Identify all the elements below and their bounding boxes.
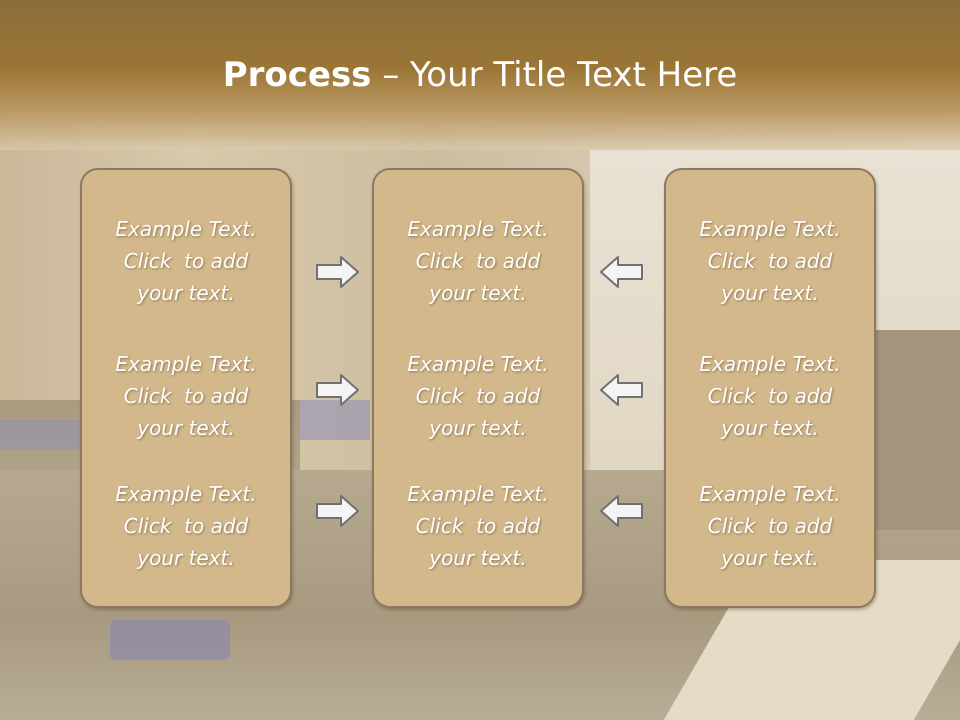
panel-text-block[interactable]: Example Text. Click to add your text.	[666, 213, 874, 309]
text-line: your text.	[429, 416, 527, 440]
background-chair	[110, 620, 230, 660]
text-line: your text.	[429, 281, 527, 305]
title-band	[0, 0, 960, 150]
text-line: Click to add	[415, 384, 541, 408]
text-line: your text.	[137, 546, 235, 570]
panel-text-block[interactable]: Example Text. Click to add your text.	[82, 478, 290, 574]
panel-text-block[interactable]: Example Text. Click to add your text.	[82, 348, 290, 444]
text-line: Click to add	[123, 249, 249, 273]
panel-text-block[interactable]: Example Text. Click to add your text.	[82, 213, 290, 309]
panel-text-block[interactable]: Example Text. Click to add your text.	[374, 478, 582, 574]
text-line: Click to add	[707, 514, 833, 538]
slide-title[interactable]: Process – Your Title Text Here	[0, 55, 960, 95]
text-line: your text.	[429, 546, 527, 570]
slide-title-bold: Process	[222, 55, 372, 95]
arrow-right-icon	[315, 254, 361, 290]
background-chair	[0, 420, 80, 450]
text-line: Example Text.	[407, 217, 549, 241]
text-line: Example Text.	[699, 352, 841, 376]
text-line: your text.	[137, 281, 235, 305]
arrow-left-icon	[598, 372, 644, 408]
arrow-right-icon	[315, 372, 361, 408]
text-line: your text.	[721, 416, 819, 440]
process-panel-center[interactable]: Example Text. Click to add your text. Ex…	[372, 168, 584, 608]
panel-text-block[interactable]: Example Text. Click to add your text.	[374, 213, 582, 309]
text-line: Click to add	[415, 514, 541, 538]
background-shadow	[860, 330, 960, 530]
text-line: Example Text.	[407, 352, 549, 376]
text-line: Example Text.	[699, 217, 841, 241]
text-line: your text.	[721, 546, 819, 570]
text-line: Click to add	[707, 249, 833, 273]
background-chair	[300, 400, 370, 440]
text-line: Example Text.	[115, 217, 257, 241]
text-line: Click to add	[707, 384, 833, 408]
text-line: your text.	[137, 416, 235, 440]
text-line: Example Text.	[115, 482, 257, 506]
arrow-right-icon	[315, 493, 361, 529]
text-line: Click to add	[415, 249, 541, 273]
text-line: Example Text.	[115, 352, 257, 376]
text-line: Example Text.	[699, 482, 841, 506]
panel-text-block[interactable]: Example Text. Click to add your text.	[666, 348, 874, 444]
text-line: Click to add	[123, 514, 249, 538]
panel-text-block[interactable]: Example Text. Click to add your text.	[374, 348, 582, 444]
text-line: Click to add	[123, 384, 249, 408]
slide-title-rest: – Your Title Text Here	[371, 55, 738, 95]
text-line: Example Text.	[407, 482, 549, 506]
text-line: your text.	[721, 281, 819, 305]
process-panel-right[interactable]: Example Text. Click to add your text. Ex…	[664, 168, 876, 608]
panel-text-block[interactable]: Example Text. Click to add your text.	[666, 478, 874, 574]
arrow-left-icon	[598, 254, 644, 290]
process-panel-left[interactable]: Example Text. Click to add your text. Ex…	[80, 168, 292, 608]
arrow-left-icon	[598, 493, 644, 529]
